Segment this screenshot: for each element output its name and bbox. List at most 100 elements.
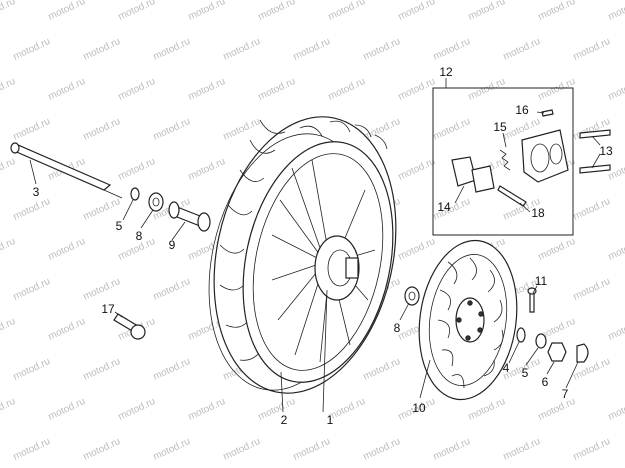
- watermark-text: motod.ru: [467, 76, 507, 103]
- watermark-text: motod.ru: [117, 396, 157, 423]
- watermark-text: motod.ru: [222, 436, 262, 463]
- callout-16: 16: [515, 103, 529, 117]
- watermark-text: motod.ru: [292, 436, 332, 463]
- watermark-text: motod.ru: [82, 276, 122, 303]
- callout-1: 1: [327, 413, 334, 427]
- watermark-text: motod.ru: [397, 156, 437, 183]
- watermark-text: motod.ru: [222, 116, 262, 143]
- watermark-text: motod.ru: [257, 396, 297, 423]
- watermark-text: motod.ru: [537, 236, 577, 263]
- callout-3: 3: [33, 185, 40, 199]
- watermark-text: motod.ru: [222, 36, 262, 63]
- callout-2: 2: [281, 413, 288, 427]
- pad-spring: [499, 149, 511, 171]
- wheel-tyre: [208, 116, 397, 394]
- callout-5-right: 5: [522, 366, 529, 380]
- watermark-text: motod.ru: [327, 0, 367, 23]
- callout-15: 15: [493, 120, 507, 134]
- watermark-text: motod.ru: [82, 36, 122, 63]
- caliper-body: [521, 129, 569, 183]
- watermark-text: motod.ru: [607, 76, 625, 103]
- watermark-text: motod.ru: [0, 396, 17, 423]
- caliper-pin: [541, 109, 554, 117]
- caliper-group-box: [432, 87, 574, 236]
- watermark-text: motod.ru: [572, 436, 612, 463]
- watermark-text: motod.ru: [152, 36, 192, 63]
- watermark-text: motod.ru: [187, 156, 227, 183]
- tyre-valve: [113, 313, 146, 340]
- watermark-text: motod.ru: [47, 316, 87, 343]
- watermark-text: motod.ru: [257, 76, 297, 103]
- watermark-text: motod.ru: [397, 236, 437, 263]
- watermark-text: motod.ru: [82, 116, 122, 143]
- callout-17: 17: [101, 302, 115, 316]
- callout-labels: 1 2 3 4 5 5 6 7 8 8 9 10 11 12 13 14 15 …: [33, 65, 613, 427]
- watermark-text: motod.ru: [152, 356, 192, 383]
- callout-14: 14: [437, 200, 451, 214]
- watermark-text: motod.ru: [397, 0, 437, 23]
- watermark-text: motod.ru: [117, 156, 157, 183]
- watermark-text: motod.ru: [362, 36, 402, 63]
- washer-right-b: [535, 333, 547, 349]
- watermark-text: motod.ru: [47, 396, 87, 423]
- watermark-text: motod.ru: [607, 236, 625, 263]
- watermark-text: motod.ru: [502, 36, 542, 63]
- watermark-text: motod.ru: [117, 0, 157, 23]
- washer-right-a: [516, 327, 526, 343]
- watermark-text: motod.ru: [467, 0, 507, 23]
- watermark-text: motod.ru: [502, 436, 542, 463]
- watermark-text: motod.ru: [47, 236, 87, 263]
- watermark-text: motod.ru: [572, 116, 612, 143]
- watermark-text: motod.ru: [152, 436, 192, 463]
- callout-13: 13: [599, 144, 613, 158]
- watermark-text: motod.ru: [12, 276, 52, 303]
- watermark-text: motod.ru: [47, 76, 87, 103]
- watermark-text: motod.ru: [0, 76, 17, 103]
- watermark-text: motod.ru: [0, 156, 17, 183]
- callout-8-left: 8: [136, 229, 143, 243]
- disc-bolt: [527, 287, 537, 313]
- watermark-text: motod.ru: [0, 316, 17, 343]
- watermark-text: motod.ru: [12, 196, 52, 223]
- callout-5-left: 5: [116, 219, 123, 233]
- washer-left: [130, 187, 140, 201]
- axle-cap: [576, 343, 589, 363]
- watermark-text: motod.ru: [397, 76, 437, 103]
- watermark-text: motod.ru: [187, 396, 227, 423]
- watermark-text: motod.ru: [187, 0, 227, 23]
- watermark-text: motod.ru: [537, 0, 577, 23]
- watermark-text: motod.ru: [572, 36, 612, 63]
- bearing-right: [404, 286, 420, 306]
- bearing-left: [148, 192, 164, 212]
- callout-11: 11: [535, 274, 548, 288]
- watermark-text: motod.ru: [572, 196, 612, 223]
- pad-pin: [497, 185, 527, 207]
- watermark-text: motod.ru: [572, 276, 612, 303]
- callout-12: 12: [439, 65, 453, 79]
- axle: [10, 142, 123, 199]
- watermark-text: motod.ru: [47, 0, 87, 23]
- watermark-text: motod.ru: [607, 396, 625, 423]
- watermark-text: motod.ru: [607, 316, 625, 343]
- leader-lines: [29, 78, 601, 413]
- watermark-text: motod.ru: [292, 36, 332, 63]
- watermark-text: motod.ru: [12, 116, 52, 143]
- watermark-text: motod.ru: [12, 436, 52, 463]
- callout-9: 9: [169, 238, 176, 252]
- watermark-text: motod.ru: [362, 436, 402, 463]
- watermark-text: motod.ru: [327, 76, 367, 103]
- watermark-text: motod.ru: [432, 436, 472, 463]
- watermark-text: motod.ru: [12, 356, 52, 383]
- watermark-text: motod.ru: [432, 116, 472, 143]
- brake-disc: [418, 239, 518, 401]
- callout-4: 4: [503, 361, 510, 375]
- watermark-text: motod.ru: [12, 36, 52, 63]
- watermark-text: motod.ru: [82, 436, 122, 463]
- watermark-text: motod.ru: [257, 0, 297, 23]
- watermark-text: motod.ru: [537, 396, 577, 423]
- watermark-text: motod.ru: [187, 76, 227, 103]
- watermark-text: motod.ru: [362, 356, 402, 383]
- watermark-text: motod.ru: [0, 236, 17, 263]
- watermark-text: motod.ru: [117, 76, 157, 103]
